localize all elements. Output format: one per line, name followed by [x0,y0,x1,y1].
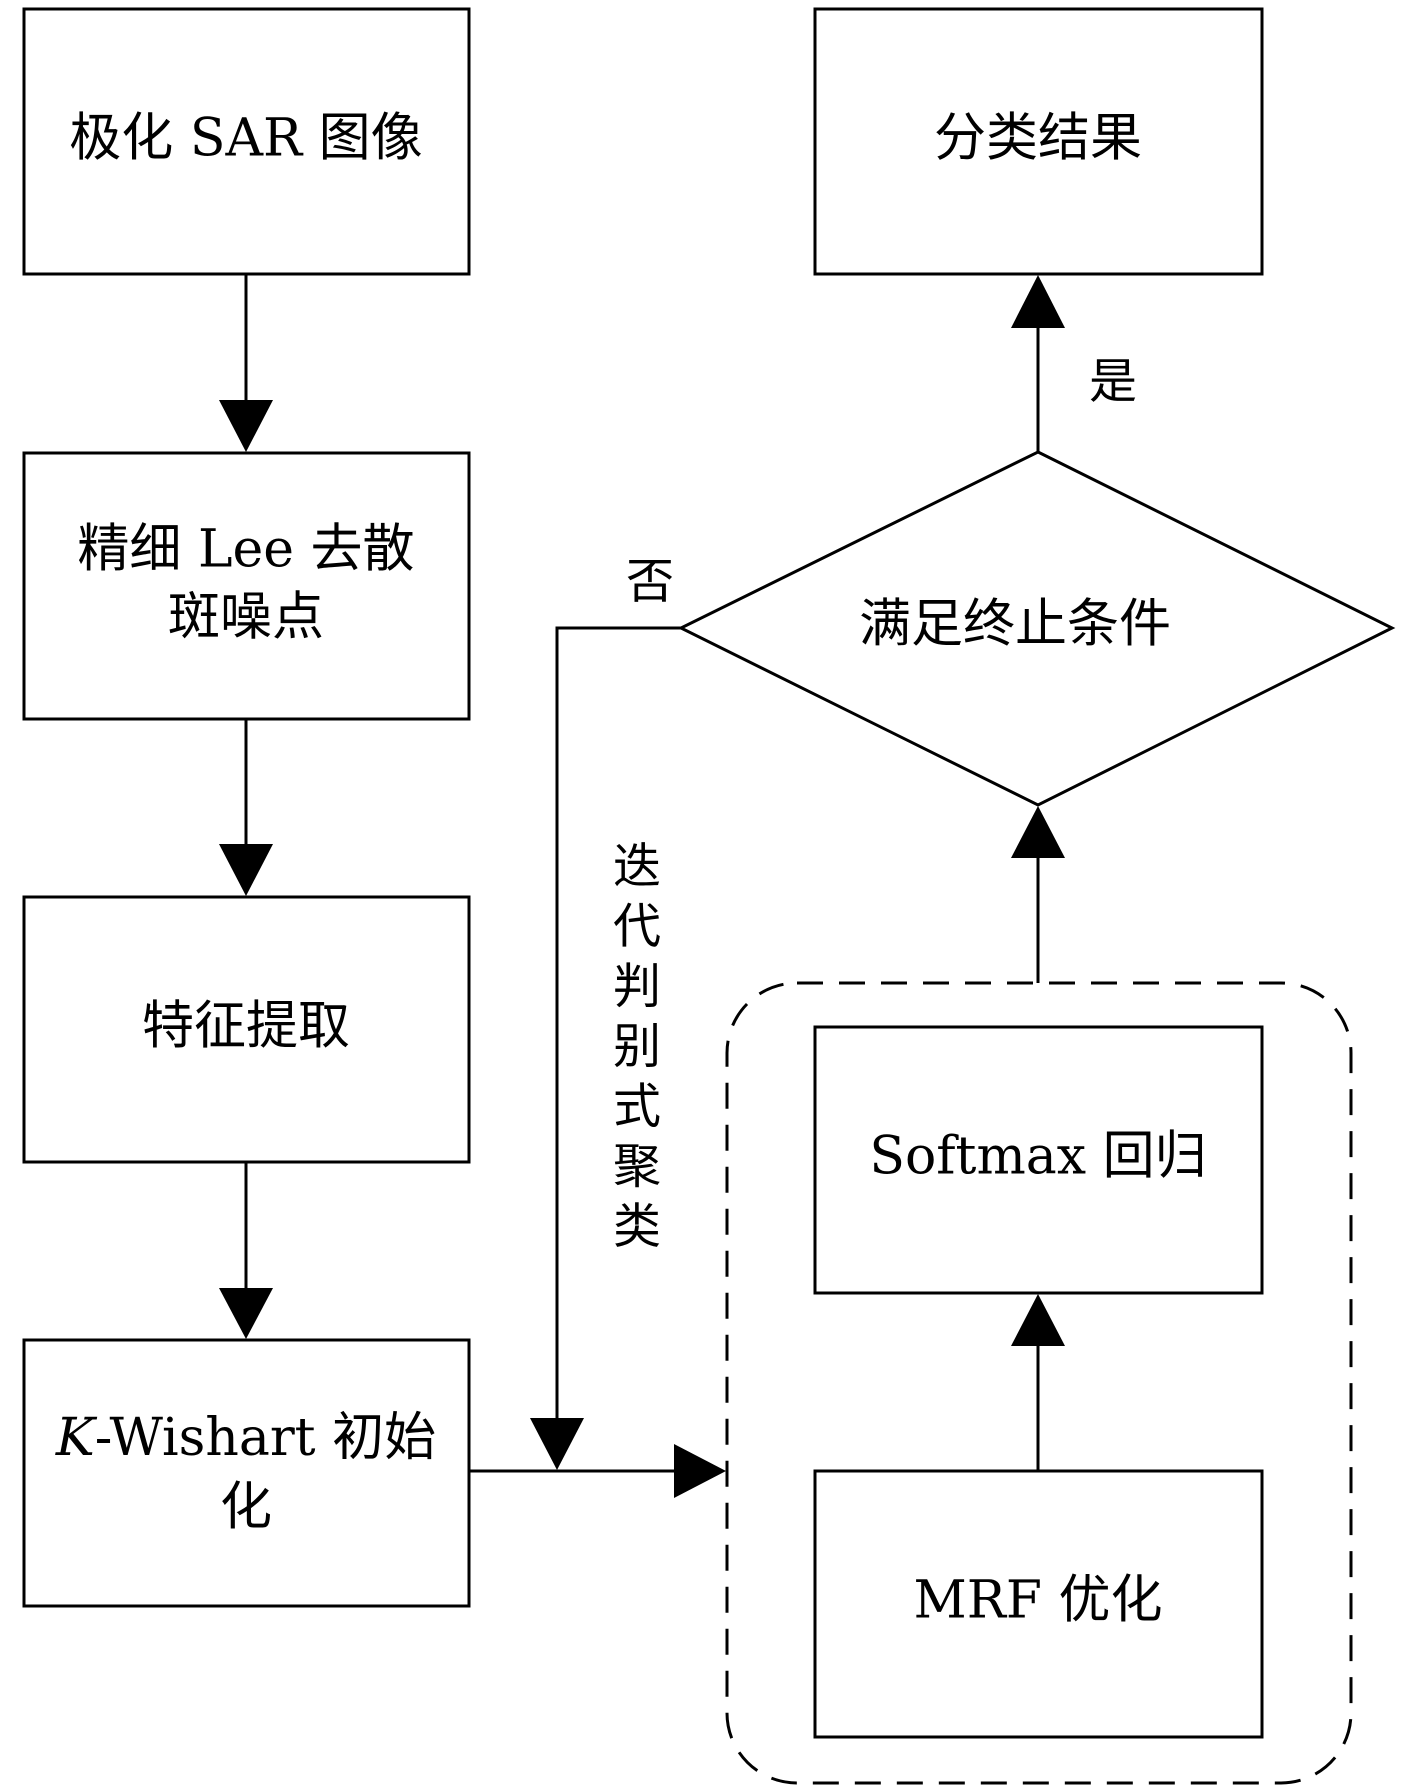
node-result-label: 分类结果 [934,109,1142,169]
edge-decision-yes [1011,275,1065,452]
kwishart-k-symbol: K [55,1408,98,1468]
node-mrf-label: MRF 优化 [913,1571,1162,1631]
node-mrf-optimization: MRF 优化 [813,1469,1264,1739]
node-termination-label: 满足终止条件 [859,595,1171,655]
node-termination-check: 满足终止条件 [677,450,1396,807]
node-polsar-image-label: 极化 SAR 图像 [69,109,422,169]
edge-lee-to-feature [219,719,273,896]
node-softmax-label: Softmax 回归 [869,1127,1206,1187]
iteration-char: 式 [613,1079,661,1135]
iteration-char: 判 [613,959,661,1015]
node-kwishart-label-line2: 化 [220,1478,272,1538]
edge-decision-no-loop [530,626,681,1470]
node-classification-result: 分类结果 [813,7,1264,276]
iteration-char: 别 [613,1019,661,1075]
node-polsar-image: 极化 SAR 图像 [22,7,471,276]
kwishart-text: -Wishart 初始 [95,1408,436,1468]
node-lee-filter: 精细 Lee 去散 斑噪点 [22,451,471,721]
iteration-label: 迭 代 判 别 式 聚 类 [613,839,661,1255]
edge-feature-to-kwishart [219,1162,273,1339]
node-feature-extraction: 特征提取 [22,895,471,1164]
node-kwishart-label-line1: K-Wishart 初始 [55,1408,436,1468]
node-feature-extraction-label: 特征提取 [142,997,350,1057]
iteration-char: 迭 [613,839,661,895]
node-softmax-regression: Softmax 回归 [813,1025,1264,1295]
node-lee-filter-label-line2: 斑噪点 [168,588,324,648]
edge-yes-label: 是 [1089,354,1137,410]
edge-group-to-decision [1011,806,1065,983]
edge-kwishart-to-group [469,1444,726,1498]
iteration-char: 类 [613,1199,661,1255]
edge-image-to-lee [219,274,273,452]
iteration-char: 代 [613,899,661,955]
iteration-char: 聚 [613,1139,661,1195]
node-kwishart-init: K-Wishart 初始 化 [22,1338,471,1608]
node-lee-filter-label-line1: 精细 Lee 去散 [77,520,414,580]
discriminative-clustering-group [725,981,1353,1785]
edge-mrf-to-softmax [1011,1294,1065,1471]
edge-no-label: 否 [626,554,674,610]
